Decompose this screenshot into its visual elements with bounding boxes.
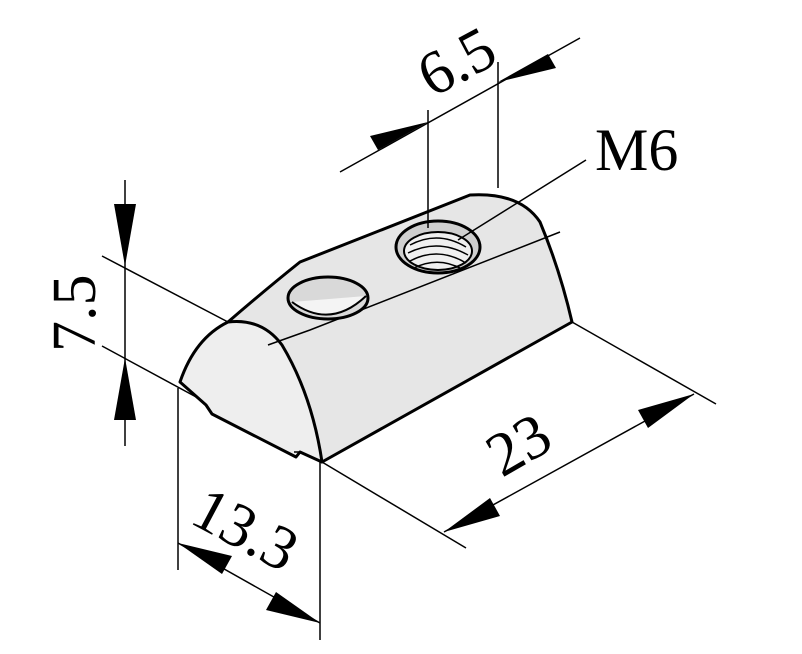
spring-ball: [286, 275, 370, 321]
nut-end-face: [178, 319, 324, 464]
nut-ridge-line: [267, 231, 561, 346]
t-nut-part: [178, 193, 574, 464]
threaded-hole: [394, 219, 482, 275]
dimension-7-5: 7.5: [41, 180, 229, 446]
label-6-5: 6.5: [407, 14, 507, 110]
label-7-5: 7.5: [41, 275, 109, 353]
label-13-3: 13.3: [181, 474, 309, 585]
label-23: 23: [475, 400, 563, 490]
dimension-6-5: 6.5: [339, 14, 581, 228]
dimension-m6: M6: [457, 117, 678, 241]
label-m6: M6: [595, 117, 678, 183]
